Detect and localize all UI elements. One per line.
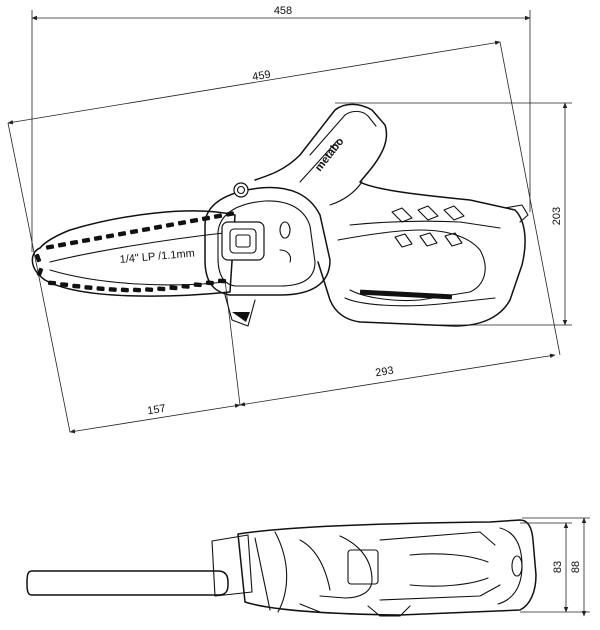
- chain-link: [189, 217, 199, 224]
- chain-link: [108, 287, 117, 292]
- chain-link: [117, 231, 127, 237]
- chain-link: [105, 233, 115, 239]
- chain-link: [165, 222, 175, 228]
- brand-logo: metabo: [313, 135, 347, 173]
- chain-link: [72, 283, 81, 289]
- chain-link: [169, 285, 178, 291]
- dimension-width-inner: 83: [520, 522, 590, 613]
- tension-screw: [233, 182, 249, 198]
- chain-link: [60, 282, 69, 288]
- dimension-label-459: 459: [251, 69, 271, 84]
- trigger-slot: [359, 289, 453, 300]
- chain-link: [96, 286, 105, 292]
- top-view-body: [237, 519, 537, 616]
- chain-link: [181, 284, 190, 289]
- chain-link: [84, 285, 93, 290]
- dimension-label-293: 293: [375, 365, 395, 380]
- chain-link: [34, 253, 42, 263]
- handle-grip-ribs: [391, 205, 465, 248]
- chain-link: [153, 224, 163, 230]
- dimension-bar-length: 459: [7, 40, 561, 356]
- chain-link: [157, 286, 166, 292]
- top-view: [26, 519, 537, 617]
- dimension-label-458: 458: [274, 5, 292, 17]
- dimension-overall-length: 458: [31, 5, 531, 252]
- chain-link: [45, 244, 55, 250]
- dimension-label-203: 203: [551, 207, 563, 225]
- dimension-bar-projection: 157: [35, 261, 241, 434]
- sprocket-housing: [204, 182, 331, 327]
- chain-link: [36, 267, 44, 277]
- chain-link: [47, 280, 57, 286]
- sprocket-cover: [221, 221, 265, 261]
- chain-link: [120, 287, 129, 293]
- chain-link: [141, 226, 151, 233]
- dimension-label-83: 83: [552, 561, 564, 573]
- chain-link: [81, 237, 91, 244]
- dimension-height: 203: [335, 102, 572, 326]
- chain-link: [145, 287, 154, 293]
- chain-link: [132, 287, 142, 293]
- chain-link: [129, 228, 139, 235]
- chain-link: [213, 213, 223, 219]
- bar-label: 1/4" LP /1.1mm: [119, 247, 195, 266]
- chain-link: [177, 220, 187, 226]
- chain-link: [57, 242, 67, 248]
- top-view-bar: [26, 570, 229, 596]
- handle-body: metabo: [254, 103, 529, 327]
- chain-link: [93, 235, 103, 241]
- dimension-label-157: 157: [147, 403, 167, 418]
- top-view-trigger: [347, 549, 379, 585]
- chain-link: [69, 239, 79, 246]
- dimension-body-length: 293: [239, 353, 556, 407]
- chain: [34, 211, 235, 293]
- bar-nose-guard: [224, 294, 256, 327]
- chain-link: [193, 282, 202, 288]
- guide-bar: 1/4" LP /1.1mm: [31, 210, 236, 297]
- dimension-label-88: 88: [570, 561, 582, 573]
- dimension-width-outer: 88: [522, 517, 590, 617]
